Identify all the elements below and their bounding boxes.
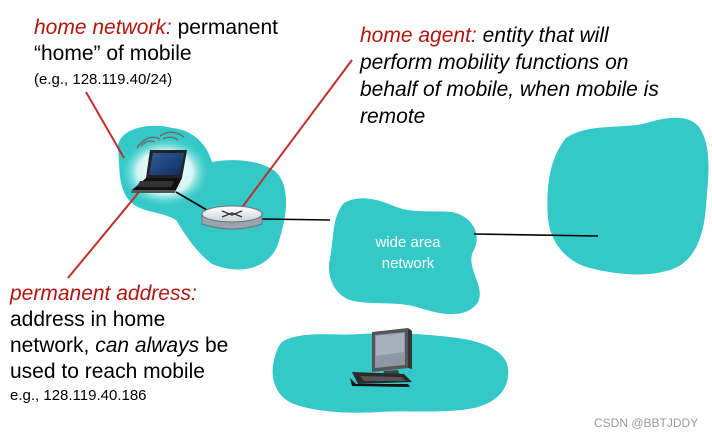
home-agent-desc-2: perform mobility functions on <box>360 51 629 74</box>
link-wan-remote <box>473 233 599 237</box>
permanent-address-title: permanent address: <box>10 282 197 305</box>
home-network-title: home network: <box>34 16 172 39</box>
link-router-wan <box>261 218 331 221</box>
home-agent-label: home agent: entity that will <box>360 23 609 49</box>
permanent-address-line-1: address in home <box>10 308 166 331</box>
watermark: CSDN @BBTJDDY <box>594 416 699 430</box>
permanent-address-emphasis: can always <box>95 334 200 357</box>
router-icon <box>201 205 263 230</box>
home-network-desc-1: permanent <box>177 16 278 39</box>
home-agent-desc-3: behalf of mobile, when mobile is <box>360 78 659 101</box>
home-agent-title: home agent: <box>360 24 477 47</box>
permanent-address-line-2: network, can always be <box>10 333 228 359</box>
permanent-address-line-2-prefix: network, <box>10 334 90 357</box>
home-network-pointer <box>85 91 125 159</box>
home-agent-desc-4: remote <box>360 105 426 128</box>
home-network-desc-2: “home” of mobile <box>34 42 192 65</box>
laptop-icon <box>131 150 187 193</box>
permanent-address-line-3: used to reach mobile <box>10 360 205 383</box>
home-agent-desc-1: entity that will <box>482 24 609 47</box>
permanent-address-line-2-suffix: be <box>204 334 229 357</box>
permanent-address-pointer <box>67 185 145 279</box>
home-network-example: (e.g., 128.119.40/24) <box>34 71 173 88</box>
permanent-address-example: e.g., 128.119.40.186 <box>10 387 147 404</box>
remote-network-cloud <box>547 117 709 275</box>
wide-area-network-cloud <box>328 198 480 315</box>
desktop-computer-icon <box>350 328 412 387</box>
wan-label-line-1: wide area <box>375 234 441 251</box>
home-agent-pointer <box>239 59 353 211</box>
wan-label-line-2: network <box>381 255 435 272</box>
home-network-label: home network: permanent <box>34 15 278 41</box>
wireless-signal-icon <box>136 131 185 149</box>
